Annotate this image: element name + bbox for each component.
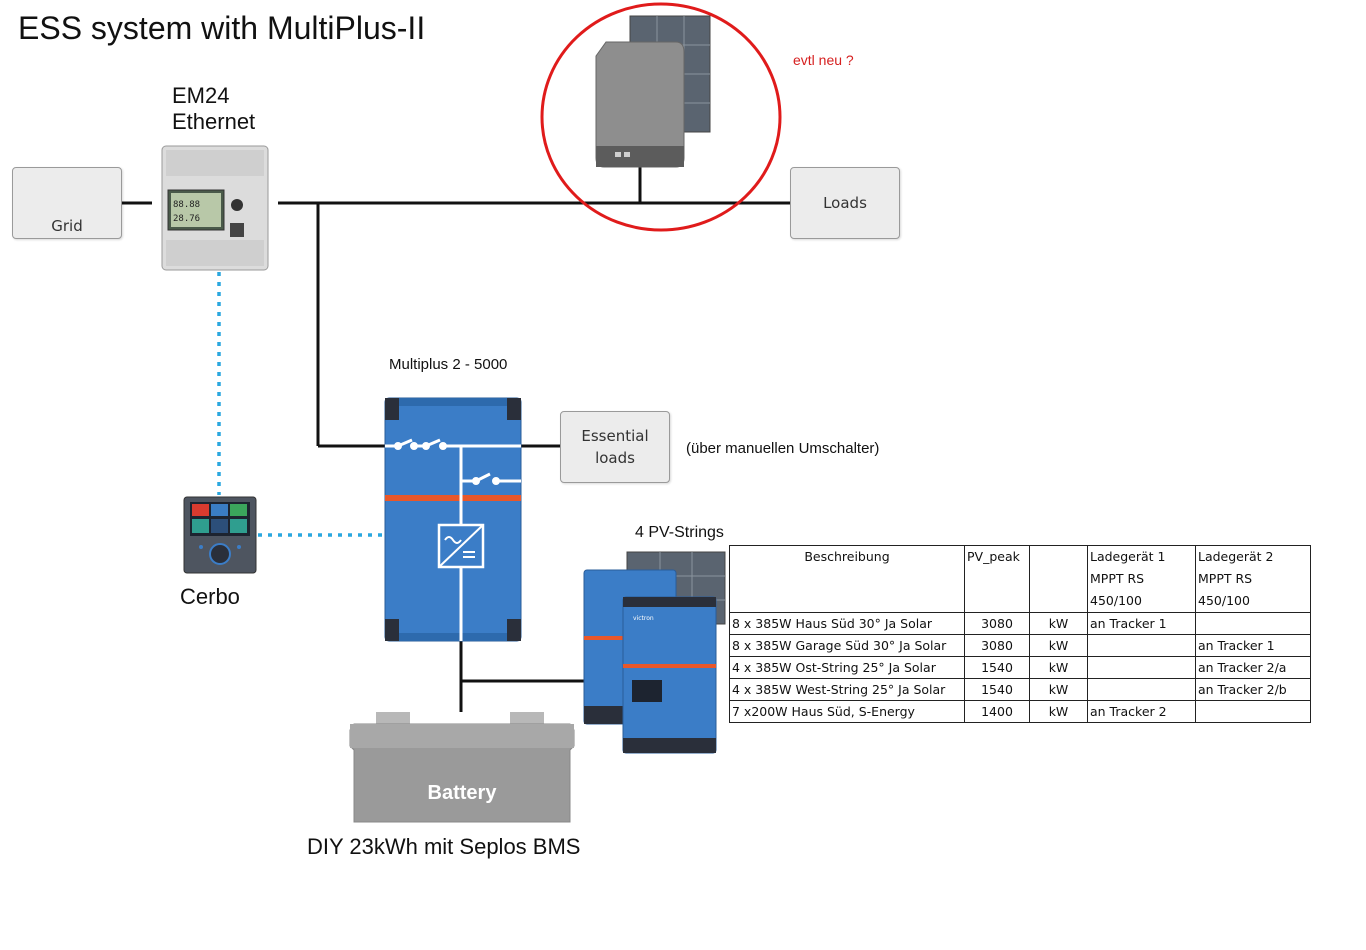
essential-loads-box: Essential loads [560,411,670,483]
cell-unit: kW [1029,656,1088,679]
pv-inverter-icon [595,15,711,168]
battery-caption: DIY 23kWh mit Seplos BMS [307,834,581,859]
loads-box: Loads [790,167,900,239]
meter-label-line2: Ethernet [172,109,256,134]
svg-text:victron: victron [633,615,654,622]
cell-unit: kW [1029,678,1088,701]
pv-inverter-note: evtl neu ? [793,52,854,68]
cell-desc: 8 x 385W Haus Süd 30° Ja Solar [729,612,965,635]
pv-strings-label: 4 PV-Strings [635,524,724,541]
grid-label: Grid [51,217,83,235]
essential-line1: Essential [581,427,649,445]
essential-line2: loads [595,449,635,467]
cell-desc: 4 x 385W West-String 25° Ja Solar [729,678,965,701]
cell-pv-peak: 1400 [964,700,1030,723]
cell-charger1: an Tracker 1 [1087,612,1196,635]
cell-charger2 [1195,612,1311,635]
cell-charger2: an Tracker 1 [1195,634,1311,657]
multiplus-label: Multiplus 2 - 5000 [389,356,508,373]
meter-label-line1: EM24 [172,83,230,108]
cell-desc: 8 x 385W Garage Süd 30° Ja Solar [729,634,965,657]
table-row: 7 x200W Haus Süd, S-Energy 1400 kW an Tr… [729,700,1311,723]
highlight-circle [540,2,782,232]
cell-charger1 [1087,634,1196,657]
diagram-title: ESS system with MultiPlus-II [18,10,426,46]
cell-charger1: an Tracker 2 [1087,700,1196,723]
em24-meter-icon: 88.88 28.76 [161,145,269,271]
cell-charger2: an Tracker 2/b [1195,678,1311,701]
essential-note: (über manuellen Umschalter) [686,440,880,457]
cell-unit: kW [1029,700,1088,723]
cerbo-gx-icon [183,496,257,574]
cell-desc: 4 x 385W Ost-String 25° Ja Solar [729,656,965,679]
mppt-chargers-icon: victron [583,551,726,754]
cell-unit: kW [1029,612,1088,635]
cell-charger2 [1195,700,1311,723]
loads-label: Loads [823,194,867,212]
multiplus-icon [384,397,522,642]
battery-icon [349,712,575,823]
cell-pv-peak: 3080 [964,612,1030,635]
cell-charger1 [1087,678,1196,701]
table-row: 8 x 385W Haus Süd 30° Ja Solar 3080 kW a… [729,612,1311,635]
cell-unit: kW [1029,634,1088,657]
grid-box: Grid [12,167,122,239]
pv-strings-table: Beschreibung PV_peak Ladegerät 1 MPPT RS… [729,545,1311,723]
header-charger1: Ladegerät 1 MPPT RS 450/100 [1087,545,1196,613]
cell-pv-peak: 3080 [964,634,1030,657]
cell-pv-peak: 1540 [964,678,1030,701]
header-pv-peak: PV_peak [964,545,1030,613]
cell-charger2: an Tracker 2/a [1195,656,1311,679]
cell-desc: 7 x200W Haus Süd, S-Energy [729,700,965,723]
battery-label: Battery [427,782,497,804]
header-unit [1029,545,1088,613]
table-row: 4 x 385W West-String 25° Ja Solar 1540 k… [729,678,1311,701]
table-header-row: Beschreibung PV_peak Ladegerät 1 MPPT RS… [729,545,1311,613]
table-row: 8 x 385W Garage Süd 30° Ja Solar 3080 kW… [729,634,1311,657]
cell-pv-peak: 1540 [964,656,1030,679]
svg-text:88.88: 88.88 [173,200,200,210]
cerbo-label: Cerbo [180,584,240,609]
header-charger2: Ladegerät 2 MPPT RS 450/100 [1195,545,1311,613]
svg-text:28.76: 28.76 [173,214,200,224]
header-desc: Beschreibung [729,545,965,613]
cell-charger1 [1087,656,1196,679]
table-row: 4 x 385W Ost-String 25° Ja Solar 1540 kW… [729,656,1311,679]
